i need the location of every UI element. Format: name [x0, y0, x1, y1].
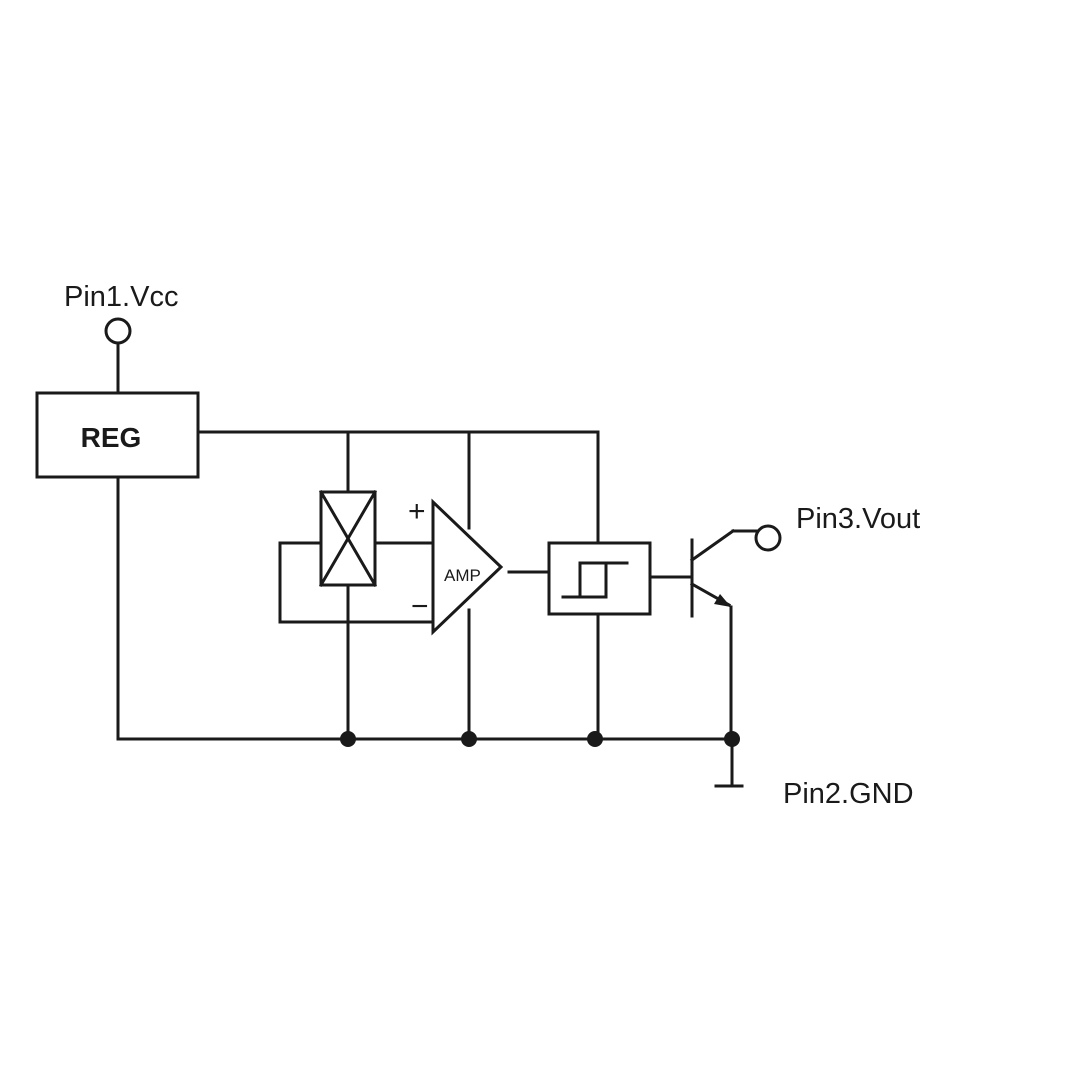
amplifier-label: AMP	[444, 566, 481, 585]
supply-rail-wire	[196, 430, 600, 545]
schmitt-trigger-block	[547, 541, 652, 616]
pin3-label: Pin3.Vout	[796, 503, 920, 535]
pin1-terminal	[104, 317, 132, 345]
hall-element-cross-b	[318, 489, 378, 588]
pin1-label: Pin1.Vcc	[64, 281, 178, 313]
amp-minus-sign: −	[411, 590, 429, 623]
amp-plus-sign: +	[408, 495, 426, 528]
pin2-label: Pin2.GND	[783, 778, 914, 810]
regulator-label: REG	[81, 422, 142, 453]
junction-dot	[461, 731, 477, 747]
junction-dot	[340, 731, 356, 747]
hysteresis-symbol-right	[581, 561, 629, 599]
hall-to-amp-minus-wire	[278, 541, 435, 624]
transistor-collector	[689, 528, 736, 563]
pin3-terminal	[754, 524, 782, 552]
emitter-arrow	[714, 594, 731, 607]
hysteresis-symbol-left	[561, 561, 612, 599]
junction-dot	[724, 731, 740, 747]
junction-dot	[587, 731, 603, 747]
amplifier-triangle	[431, 498, 504, 636]
